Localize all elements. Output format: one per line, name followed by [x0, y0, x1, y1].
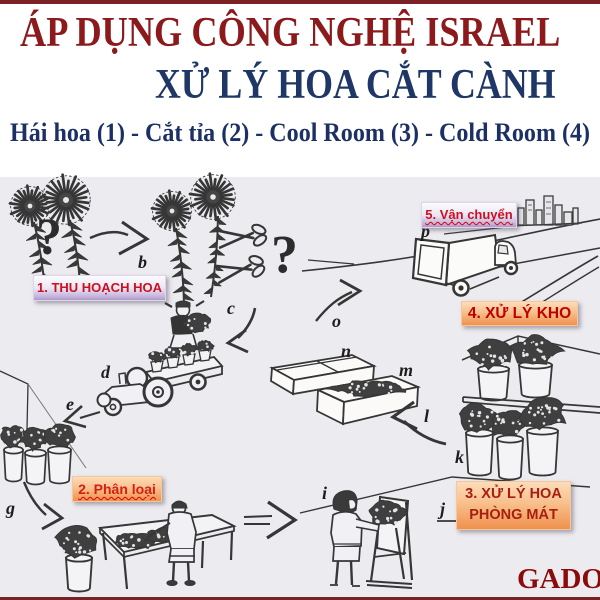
svg-text:o: o [332, 311, 341, 331]
svg-text:k: k [455, 447, 464, 467]
svg-text:b: b [138, 252, 147, 272]
svg-text:j: j [437, 499, 446, 519]
svg-text:i: i [322, 483, 327, 503]
svg-text:n: n [341, 341, 351, 361]
svg-text:?: ? [36, 209, 62, 266]
svg-text:c: c [227, 298, 235, 318]
svg-text:e: e [66, 394, 74, 414]
svg-text:m: m [399, 360, 413, 380]
svg-text:d: d [101, 362, 111, 382]
svg-text:l: l [424, 406, 429, 426]
svg-text:p: p [419, 221, 430, 241]
svg-text:?: ? [271, 224, 298, 284]
svg-text:g: g [5, 498, 15, 518]
